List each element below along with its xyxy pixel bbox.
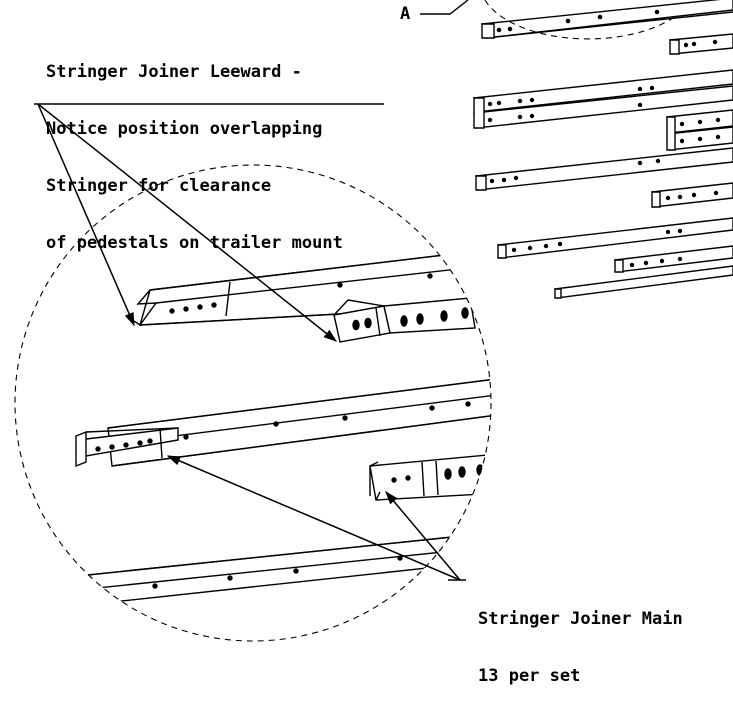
leeward-callout-line-2: Notice position overlapping [46, 119, 323, 139]
main-leader-1 [166, 456, 460, 580]
detail-view-boundary [15, 165, 491, 641]
main-leader-2 [385, 490, 460, 580]
main-callout-line-1: Stringer Joiner Main [478, 609, 683, 629]
detail-a-label: A [400, 4, 411, 24]
leeward-leader-2 [38, 104, 338, 342]
detail-bottom-stringer [20, 530, 491, 612]
detail-lower-joiner [370, 452, 491, 500]
main-callout: Stringer Joiner Main 13 per set [478, 572, 683, 724]
leeward-leader-1 [38, 104, 134, 327]
part-top-stringer [482, 0, 733, 38]
main-callout-line-2: 13 per set [478, 666, 581, 686]
line-drawing [0, 0, 733, 650]
exploded-stringer-parts [474, 0, 733, 298]
leeward-callout-line-1: Stringer Joiner Leeward - [46, 62, 302, 82]
part-stringer-single [476, 148, 733, 190]
leader-lines [34, 104, 466, 580]
detail-upper-stringer [134, 246, 491, 342]
part-joiner-1 [670, 34, 733, 54]
part-stringer-thin [555, 266, 733, 298]
part-stringer-pair [474, 70, 733, 128]
leeward-callout: Stringer Joiner Leeward - Notice positio… [46, 25, 343, 291]
part-stringer-lower [498, 218, 733, 258]
detail-middle-stringer [76, 376, 491, 466]
drawing-canvas: A Stringer Joiner Leeward - Notice posit… [0, 0, 733, 686]
detail-view [20, 246, 491, 612]
leeward-callout-line-3: Stringer for clearance [46, 176, 272, 196]
part-joiner-2 [652, 183, 733, 207]
detail-a-leader [420, 0, 468, 14]
part-joiner-stack [667, 110, 733, 150]
part-joiner-3 [615, 246, 733, 272]
leeward-callout-line-4: of pedestals on trailer mount [46, 233, 343, 253]
